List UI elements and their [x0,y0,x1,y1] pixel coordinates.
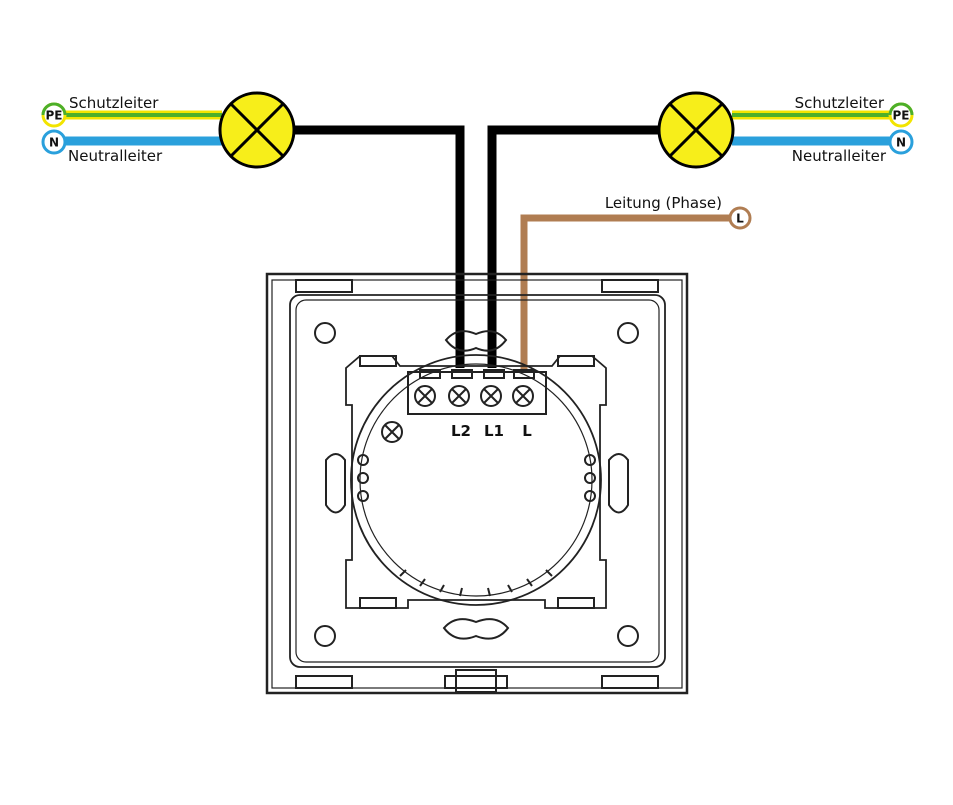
wire-phase-brown [520,214,730,370]
right-n-badge: N [888,129,914,155]
right-wires [732,110,902,146]
left-pe-badge: PE [41,102,67,128]
right-pe-badge: PE [888,102,914,128]
left-wires [55,110,222,146]
left-n-badge-text: N [49,136,59,150]
right-lamp-symbol [657,91,735,169]
terminal-label-l1: L1 [484,422,504,440]
right-neutral-label: Neutralleiter [792,147,887,165]
left-lamp-symbol [218,91,296,169]
right-n-badge-text: N [896,136,906,150]
phase-label: Leitung (Phase) [605,194,722,212]
left-neutral-label: Neutralleiter [68,147,163,165]
terminal-label-l2: L2 [451,422,471,440]
wire-l1-black [487,125,662,368]
right-pe-badge-text: PE [893,109,910,123]
right-pe-label: Schutzleiter [795,94,885,112]
terminal-label-l: L [522,422,532,440]
left-n-badge: N [41,129,67,155]
switch-backplate [265,272,689,695]
left-pe-label: Schutzleiter [69,94,159,112]
phase-badge: L [728,206,752,230]
wire-l2-black [292,125,465,368]
left-pe-badge-text: PE [46,109,63,123]
phase-badge-text: L [736,212,744,226]
